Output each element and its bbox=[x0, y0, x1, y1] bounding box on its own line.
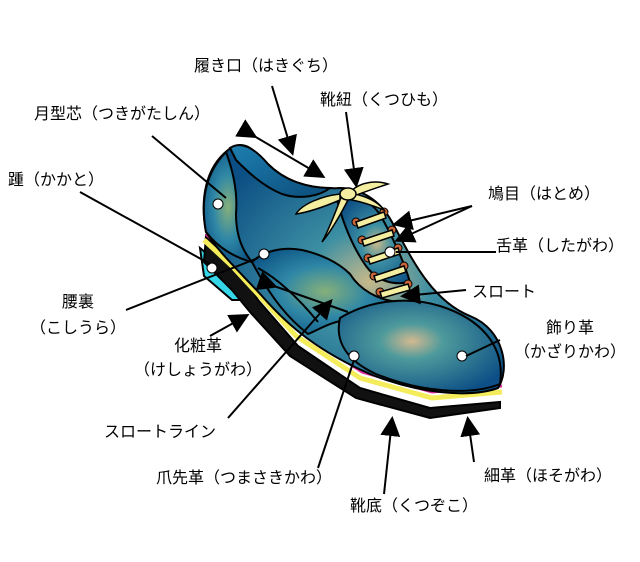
label-hakiguchi: 履き口（はきぐち） bbox=[194, 56, 339, 75]
leader-lines bbox=[79, 85, 501, 495]
label-hosogawa: 細革（ほそがわ） bbox=[484, 466, 613, 485]
label-keshogawa-line2: （けしょうがわ） bbox=[133, 360, 262, 379]
label-keshogawa: 化粧革 （けしょうがわ） bbox=[128, 336, 268, 380]
label-hatome: 鳩目（はとめ） bbox=[488, 184, 601, 203]
label-koshiura: 腰裏 （こしうら） bbox=[28, 292, 128, 338]
label-tsumasakigawa: 爪先革（つまさきかわ） bbox=[156, 468, 333, 487]
label-kutsuhimo: 靴紐（くつひも） bbox=[320, 90, 449, 109]
label-keshogawa-line1: 化粧革 bbox=[173, 336, 222, 355]
label-koshiura-line2: （こしうら） bbox=[29, 318, 126, 337]
label-throat: スロート bbox=[472, 282, 537, 301]
label-koshiura-line1: 腰裏 bbox=[61, 292, 94, 311]
quarter bbox=[202, 150, 255, 264]
label-kazarigawa-line2: （かざりかわ） bbox=[513, 342, 626, 361]
outsole bbox=[202, 233, 501, 420]
welt-yellow bbox=[202, 238, 503, 401]
label-throat-line: スロートライン bbox=[104, 422, 217, 441]
label-kazarigawa: 飾り革 （かざりかわ） bbox=[506, 318, 634, 362]
laces bbox=[294, 181, 411, 299]
label-tsukigatashin: 月型芯（つきがたしん） bbox=[34, 104, 211, 123]
part-markers bbox=[206, 198, 468, 362]
label-kazarigawa-line1: 飾り革 bbox=[545, 318, 594, 337]
label-kutsuzoko: 靴底（くつぞこ） bbox=[350, 496, 479, 515]
label-kakato: 踵（かかと） bbox=[8, 170, 105, 189]
label-shitagawa: 舌革（したがわ） bbox=[496, 236, 625, 255]
